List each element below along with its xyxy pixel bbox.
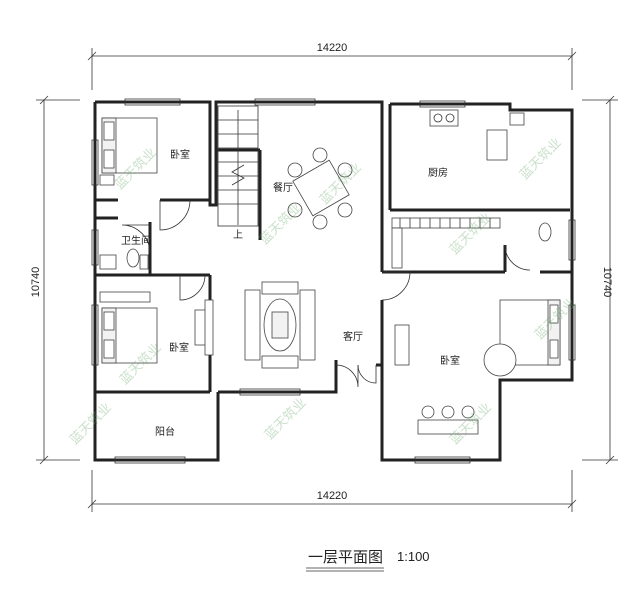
staircase: 上	[217, 105, 259, 241]
dimension-right-label: 10740	[601, 267, 613, 298]
bed-right	[394, 299, 561, 435]
watermark: 蓝天筑业	[67, 400, 115, 448]
dimension-bottom: 14220	[87, 470, 577, 512]
drawing-scale: 1:100	[397, 549, 430, 564]
dining-table	[287, 147, 353, 230]
dimension-left-label: 10740	[30, 267, 42, 298]
caption: 一层平面图 1:100	[306, 548, 430, 572]
kitchen-fixtures	[429, 109, 525, 161]
doors	[121, 199, 531, 388]
watermark: 蓝天筑业	[257, 200, 305, 248]
room-labels: 卧室 卫生间 餐厅 厨房 卧室 客厅 卧室 阳台	[121, 148, 460, 438]
watermark: 蓝天筑业	[517, 135, 565, 183]
room-label-kitchen: 厨房	[428, 166, 448, 179]
windows	[91, 98, 576, 464]
living-sofa-set	[204, 281, 316, 369]
closet	[391, 217, 552, 269]
stair-up-label: 上	[233, 229, 243, 241]
room-label-living: 客厅	[343, 330, 363, 343]
room-label-dining: 餐厅	[273, 181, 293, 194]
room-label-bathroom: 卫生间	[121, 234, 151, 247]
room-label-bedroom-top-left: 卧室	[170, 148, 190, 161]
room-label-balcony: 阳台	[155, 425, 175, 438]
dimension-top: 14220	[87, 42, 577, 90]
room-label-bedroom-right: 卧室	[440, 354, 460, 367]
drawing-title: 一层平面图	[308, 548, 383, 566]
dimension-bottom-label: 14220	[317, 490, 348, 502]
dimension-right: 10740	[582, 95, 618, 465]
bed-top-left	[99, 117, 158, 186]
dimension-left: 10740	[30, 95, 80, 465]
dimension-top-label: 14220	[317, 42, 348, 54]
watermark: 蓝天筑业	[262, 395, 310, 443]
bathroom-fixtures	[99, 248, 149, 270]
bed-mid-left	[99, 291, 208, 364]
room-label-bedroom-mid-left: 卧室	[169, 341, 189, 354]
watermark: 蓝天筑业	[447, 210, 495, 258]
